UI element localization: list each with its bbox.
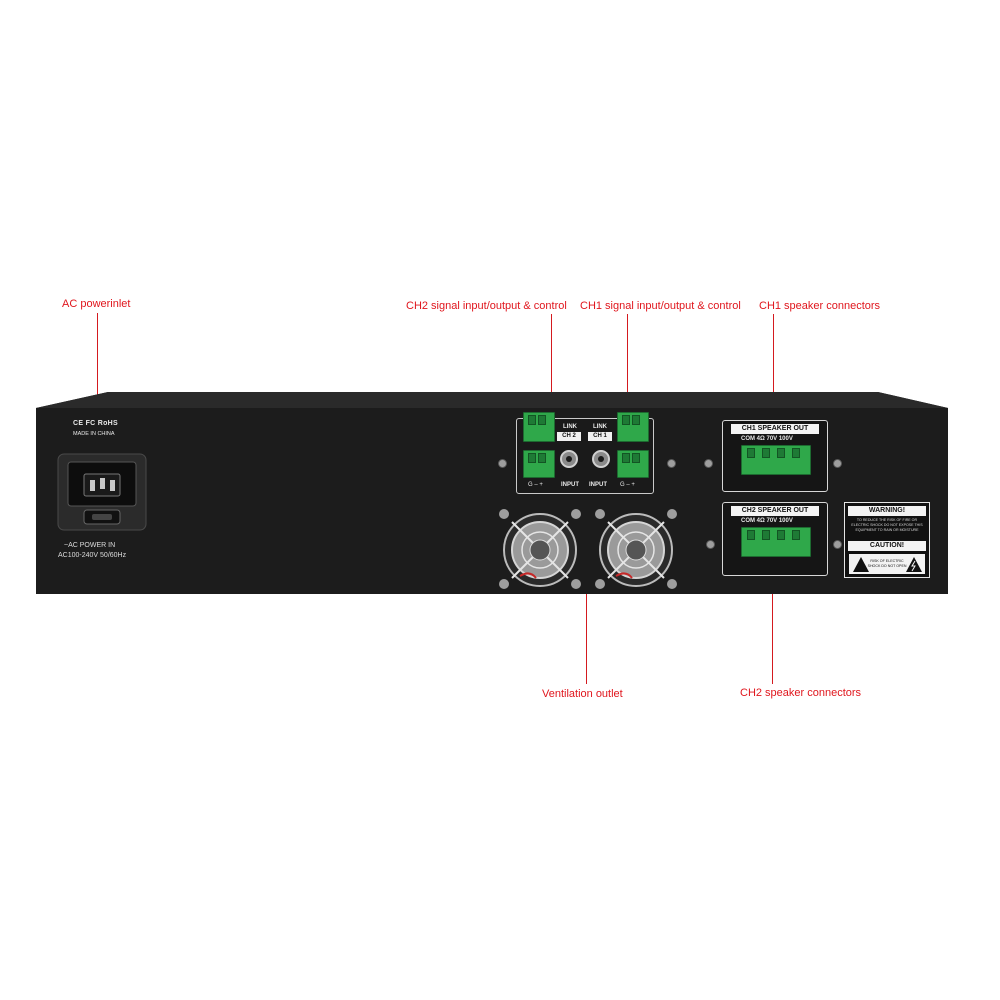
input-left-label: INPUT [561, 482, 579, 488]
callout-ac-power-inlet: AC powerinlet [62, 298, 131, 310]
ch2-speaker-terminal[interactable] [741, 527, 811, 557]
pins-right-label: G – + [620, 482, 635, 488]
caution-text: RISK OF ELECTRIC SHOCK DO NOT OPEN [867, 559, 907, 568]
cert-marks: CE FC RoHS [73, 420, 118, 427]
amplifier-rear-panel: CE FC RoHS MADE IN CHINA ~AC POWER IN AC… [36, 392, 948, 594]
made-in-label: MADE IN CHINA [73, 431, 115, 437]
callout-ch2-speaker: CH2 speaker connectors [740, 687, 862, 699]
ch1-tag: CH 1 [588, 432, 612, 441]
ac-power-inlet-icon [57, 453, 147, 531]
leader-ch2-speaker [772, 560, 773, 684]
power-in-label: ~AC POWER IN [64, 542, 116, 549]
pins-left-label: G – + [528, 482, 543, 488]
ch1-speaker-terminal[interactable] [741, 445, 811, 475]
screw-icon [498, 459, 507, 468]
ch1-speaker-terms: COM 4Ω 70V 100V [741, 436, 793, 442]
ch2-input-terminal[interactable] [523, 450, 555, 478]
ch1-speaker-out-label: CH1 SPEAKER OUT [731, 424, 819, 434]
right-fan-icon [595, 509, 677, 589]
ch2-speaker-out-block: CH2 SPEAKER OUT COM 4Ω 70V 100V [722, 502, 828, 576]
ch2-link-jack[interactable] [560, 450, 578, 468]
screw-icon [833, 459, 842, 468]
warning-text: TO REDUCE THE RISK OF FIRE OR ELECTRIC S… [851, 518, 923, 532]
callout-ch2-signal: CH2 signal input/output & control [406, 300, 567, 312]
callout-ch1-signal: CH1 signal input/output & control [580, 300, 741, 312]
warning-label: WARNING! TO REDUCE THE RISK OF FIRE OR E… [844, 502, 930, 578]
leader-ventilation [586, 570, 587, 684]
ch2-tag: CH 2 [557, 432, 581, 441]
ch1-link-label: LINK [593, 424, 607, 430]
callout-ch1-speaker: CH1 speaker connectors [759, 300, 881, 312]
chassis-shape [36, 392, 948, 594]
ch1-speaker-out-block: CH1 SPEAKER OUT COM 4Ω 70V 100V [722, 420, 828, 492]
leader-ac-power-inlet [97, 313, 98, 468]
screw-icon [833, 540, 842, 549]
warning-title: WARNING! [848, 506, 926, 516]
ch1-control-terminal[interactable] [617, 412, 649, 442]
ch2-speaker-out-label: CH2 SPEAKER OUT [731, 506, 819, 516]
screw-icon [704, 459, 713, 468]
callout-ventilation: Ventilation outlet [542, 688, 623, 700]
leader-ch2-signal [551, 314, 552, 426]
caution-title: CAUTION! [848, 541, 926, 551]
left-fan-icon [499, 509, 581, 589]
leader-ch1-speaker [773, 314, 774, 464]
ch1-link-jack[interactable] [592, 450, 610, 468]
ch2-link-label: LINK [563, 424, 577, 430]
ch2-control-terminal[interactable] [523, 412, 555, 442]
leader-ch1-signal [627, 314, 628, 426]
power-rating-label: AC100-240V 50/60Hz [58, 552, 127, 559]
ch2-speaker-terms: COM 4Ω 70V 100V [741, 518, 793, 524]
screw-icon [667, 459, 676, 468]
caution-symbols-icon [849, 554, 925, 574]
screw-icon [706, 540, 715, 549]
input-right-label: INPUT [589, 482, 607, 488]
ch1-input-terminal[interactable] [617, 450, 649, 478]
